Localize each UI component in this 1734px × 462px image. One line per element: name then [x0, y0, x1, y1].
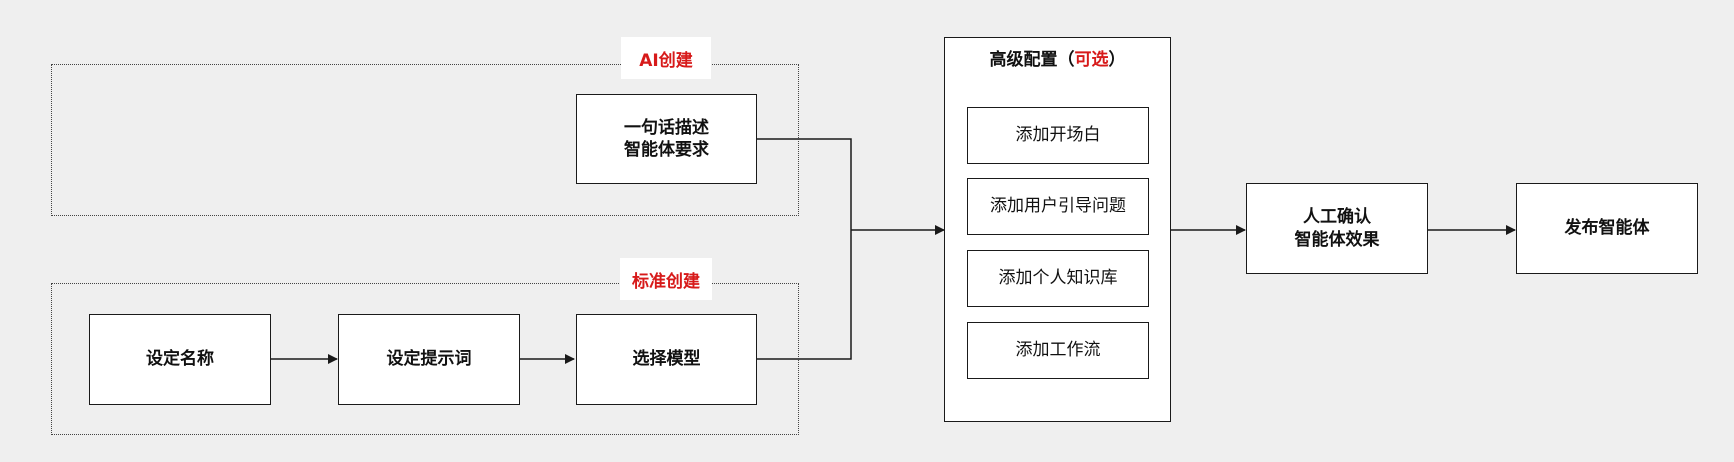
standard-create-group-label: 标准创建	[620, 258, 712, 300]
advanced-title-prefix: 高级配置（	[989, 50, 1075, 70]
ai-create-group	[51, 64, 799, 216]
connector-ai-to-merge	[756, 138, 852, 230]
standard-create-group	[51, 283, 799, 435]
option-add-guide-questions[interactable]: 添加用户引导问题	[967, 178, 1149, 235]
step-set-prompt[interactable]: 设定提示词	[338, 314, 520, 405]
option-add-opening[interactable]: 添加开场白	[967, 107, 1149, 164]
step-confirm-line1: 人工确认	[1303, 207, 1371, 228]
advanced-title-suffix: ）	[1108, 50, 1126, 70]
option-add-workflow[interactable]: 添加工作流	[967, 322, 1149, 379]
step-manual-confirm[interactable]: 人工确认 智能体效果	[1246, 183, 1428, 274]
advanced-config-title: 高级配置（可选）	[945, 45, 1170, 70]
connector-model-to-merge	[756, 230, 852, 360]
step-select-model[interactable]: 选择模型	[576, 314, 757, 405]
step-describe-line2: 智能体要求	[624, 140, 709, 160]
step-publish-agent[interactable]: 发布智能体	[1516, 183, 1698, 274]
step-confirm-line2: 智能体效果	[1294, 229, 1380, 250]
advanced-title-optional: 可选	[1074, 50, 1109, 70]
step-set-name[interactable]: 设定名称	[89, 314, 271, 405]
ai-create-group-label: AI创建	[621, 37, 711, 79]
step-describe-line1: 一句话描述	[624, 117, 709, 138]
step-describe-requirements[interactable]: 一句话描述 智能体要求	[576, 94, 757, 184]
option-add-knowledge-base[interactable]: 添加个人知识库	[967, 250, 1149, 307]
